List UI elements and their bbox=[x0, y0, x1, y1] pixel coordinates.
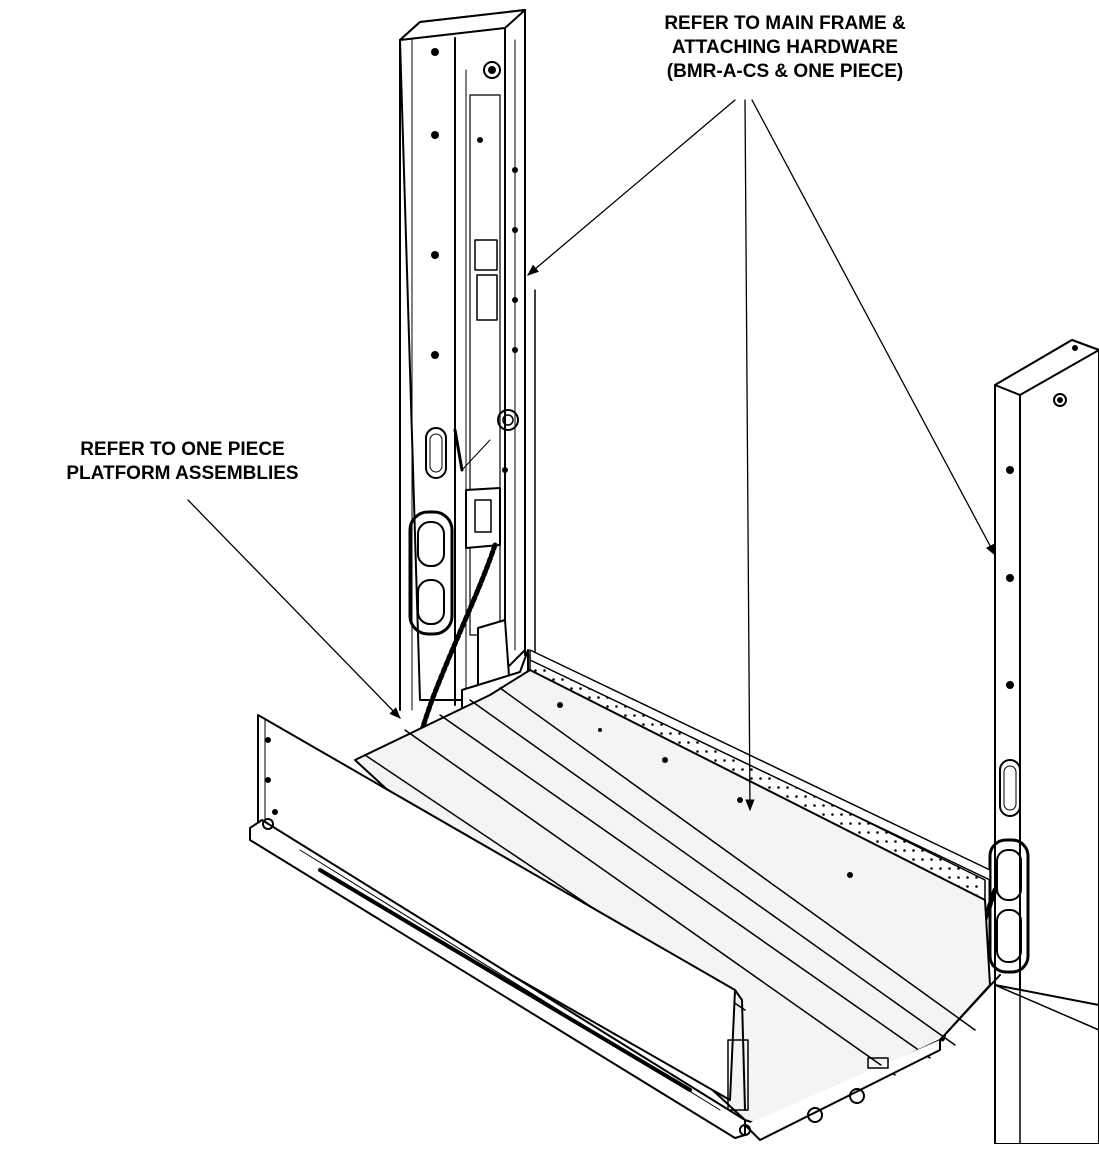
lift-emblem-icon bbox=[425, 427, 447, 479]
leader-to-rear-strip bbox=[744, 99, 755, 812]
callout-main-frame-line: (BMR-A-CS & ONE PIECE) bbox=[666, 61, 904, 82]
leader-lines bbox=[187, 99, 996, 812]
right-vertical-column bbox=[988, 339, 1099, 1145]
handle-grip-icon bbox=[408, 510, 454, 636]
mounting-hole bbox=[431, 48, 518, 473]
platform-base-rail bbox=[249, 818, 751, 1139]
callout-platform-line: REFER TO ONE PIECE bbox=[80, 439, 285, 460]
callout-main-frame-line: ATTACHING HARDWARE bbox=[671, 37, 899, 58]
leader-to-platform bbox=[187, 499, 401, 719]
leader-to-left-column bbox=[527, 99, 736, 276]
callout-main-frame-line: REFER TO MAIN FRAME & bbox=[664, 13, 906, 34]
leader-to-right-column bbox=[751, 99, 996, 557]
platform-deck bbox=[354, 669, 1001, 1141]
callout-main-frame: REFER TO MAIN FRAME & ATTACHING HARDWARE… bbox=[560, 12, 1010, 84]
left-vertical-column bbox=[399, 9, 536, 711]
folding-ramp-panel bbox=[257, 714, 749, 1111]
callout-platform-line: PLATFORM ASSEMBLIES bbox=[66, 463, 299, 484]
callout-platform-assemblies: REFER TO ONE PIECE PLATFORM ASSEMBLIES bbox=[0, 438, 365, 486]
mounting-hole bbox=[1006, 345, 1078, 689]
lift-emblem-icon bbox=[999, 759, 1021, 817]
